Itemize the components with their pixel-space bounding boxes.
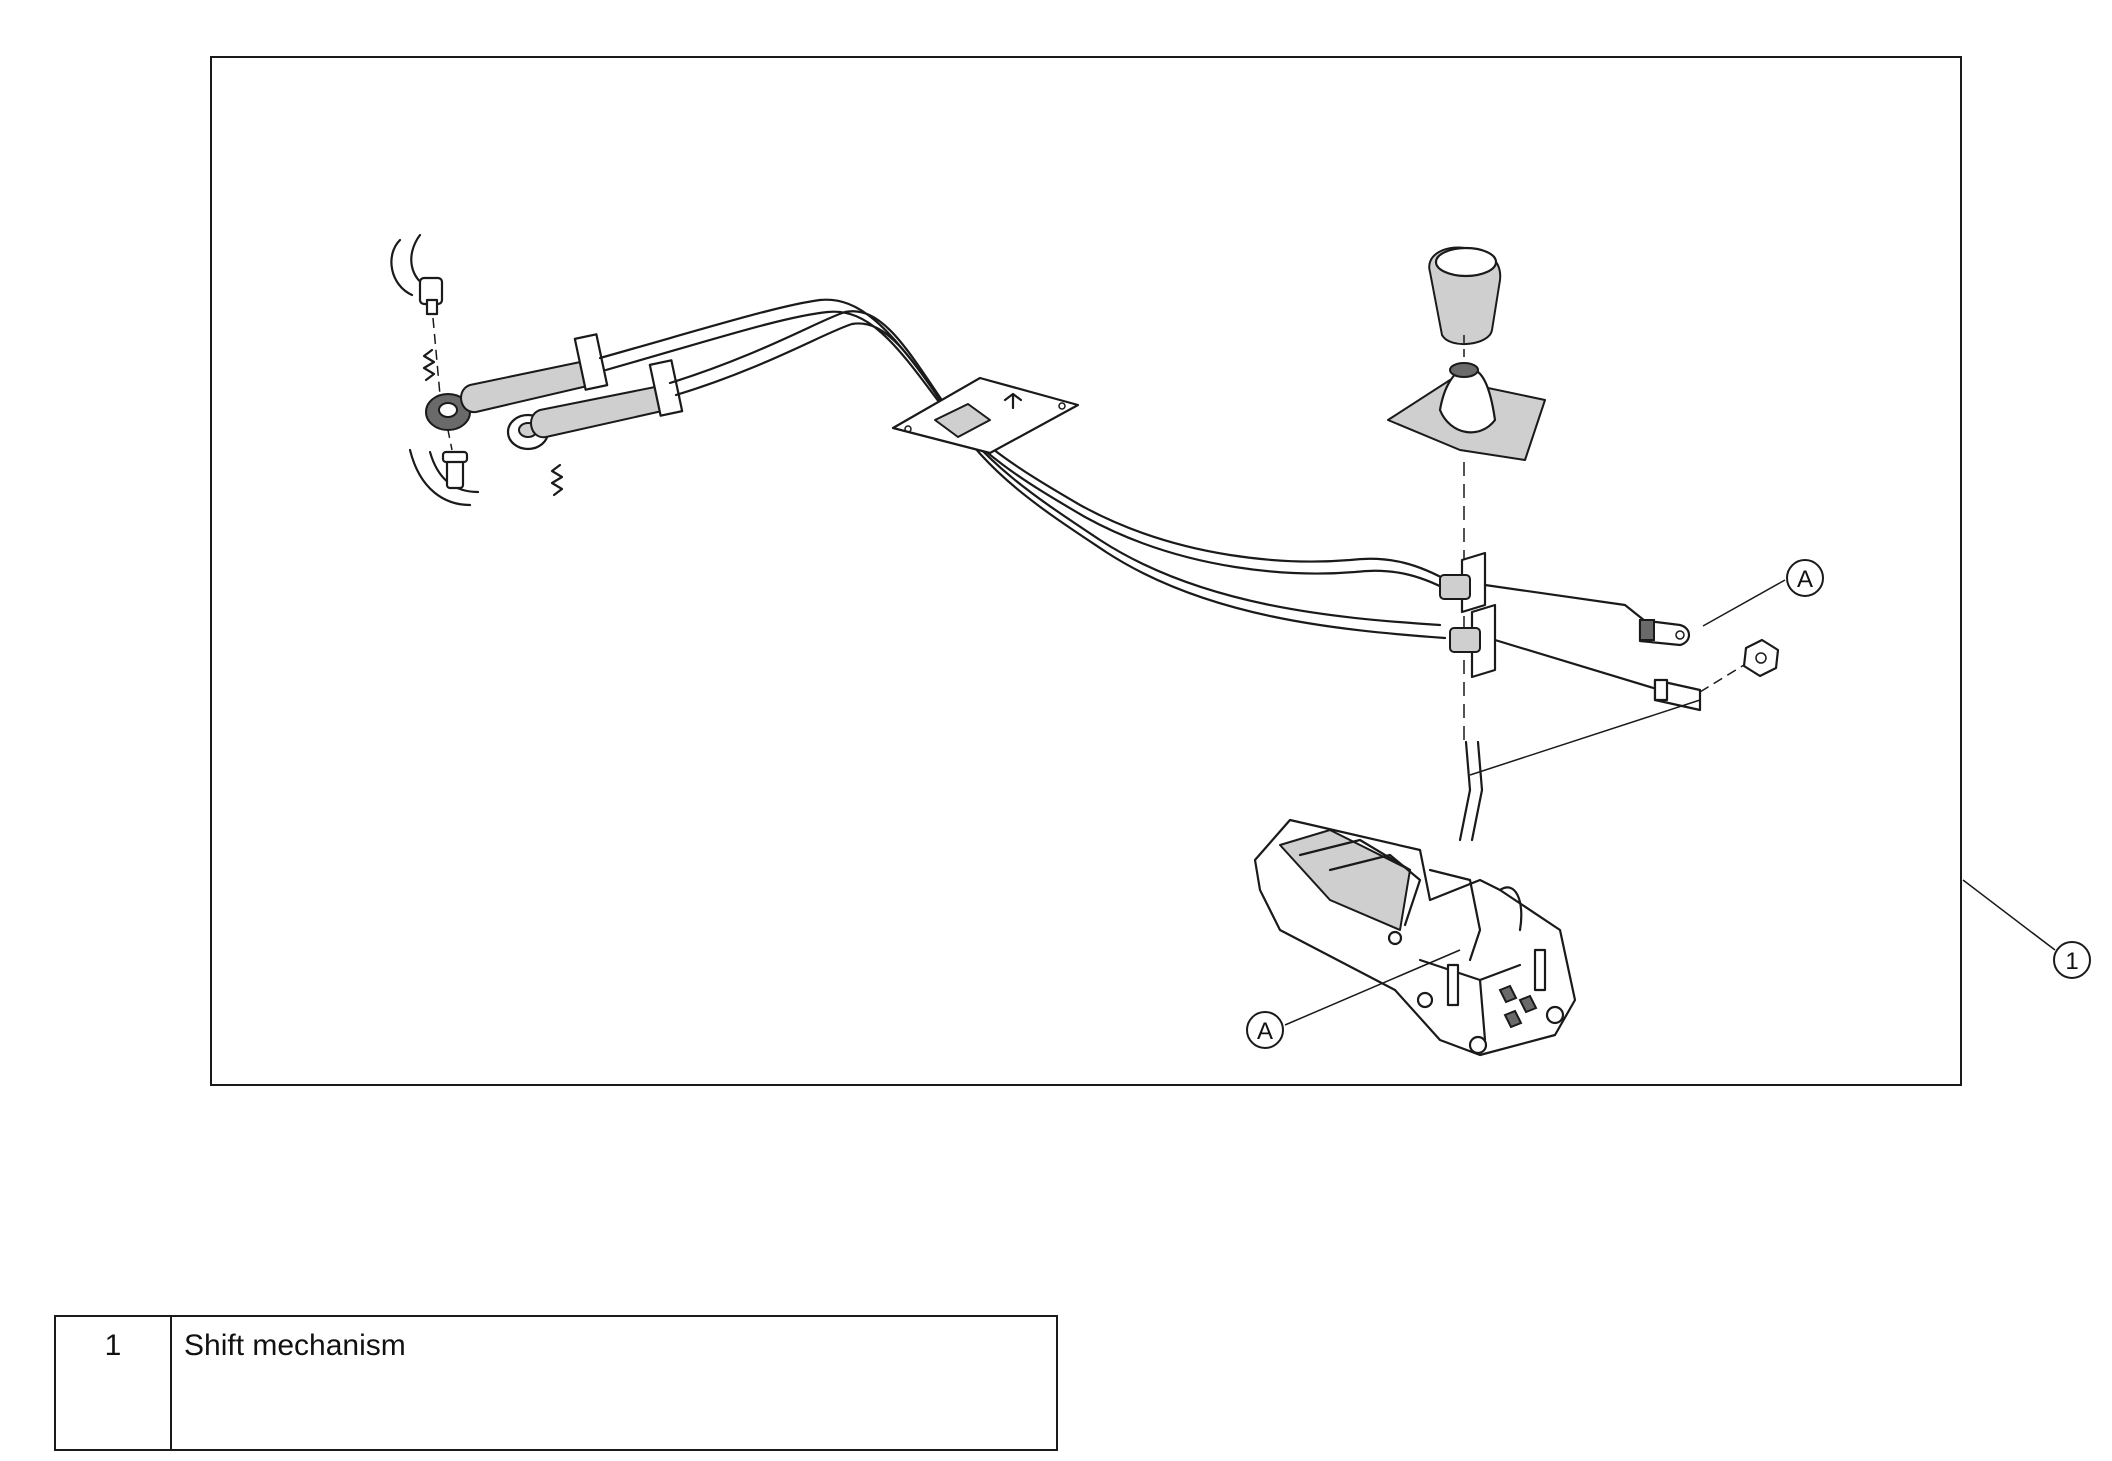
cable-end-upper-icon: [460, 333, 609, 414]
nut-icon: [1742, 638, 1780, 678]
legend-row-description: Shift mechanism: [184, 1329, 406, 1362]
legend-table: 1 Shift mechanism: [54, 1315, 1058, 1451]
legend-row-number: 1: [56, 1317, 172, 1449]
shift-cables-icon: [598, 298, 1457, 640]
shifter-base-icon: [1253, 818, 1577, 1057]
transmission-lever-lower-icon: [408, 448, 480, 507]
svg-text:1: 1: [2065, 948, 2078, 975]
svg-text:A: A: [1257, 1018, 1273, 1045]
cable-end-lower-icon: [530, 359, 684, 439]
cable-eye-end-lower-icon: [1653, 678, 1702, 712]
transmission-lever-upper-icon: [390, 233, 444, 316]
callout-a-upper: A: [1786, 559, 1824, 597]
callout-1: 1: [2053, 941, 2091, 979]
arrow-icon: [1003, 392, 1023, 410]
floor-grommet-plate-icon: [891, 376, 1080, 455]
bushing-icon: [425, 393, 471, 431]
cable-bracket-lower-icon: [1449, 603, 1497, 679]
clip-icon: [422, 348, 436, 382]
cable-bracket-upper-icon: [1439, 551, 1487, 614]
svg-text:A: A: [1797, 566, 1813, 593]
shift-knob-icon: [1428, 246, 1502, 346]
callout-a-lower: A: [1246, 1011, 1284, 1049]
cable-eye-end-upper-icon: [1638, 618, 1691, 647]
shift-boot-icon: [1387, 362, 1546, 461]
diagram-frame: [210, 56, 1962, 1086]
clip-icon: [550, 463, 564, 497]
